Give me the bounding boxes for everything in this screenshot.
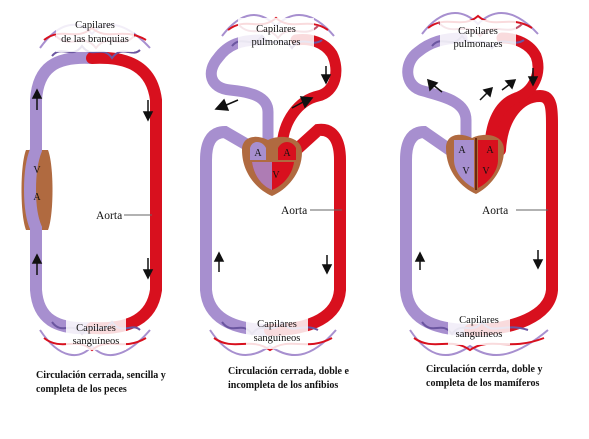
amphibian-heart: [242, 136, 302, 196]
fish-caption-line-1: Circulación cerrada, sencilla y: [36, 370, 166, 381]
amphibian-top-capillaries-label: Capilares: [256, 24, 296, 35]
arrow-right-icon: [291, 96, 314, 109]
mammal-top-capillaries-label: Capilares: [458, 26, 498, 37]
fish-flow-arrows: [31, 88, 154, 280]
mammal-arterial-vessel: [464, 89, 558, 336]
panel-fish: Capilares de las branquias Capilares san…: [21, 12, 162, 356]
mammal-right-ventricle-label: V: [462, 166, 470, 177]
fish-top-capillaries-label: Capilares: [75, 20, 115, 31]
arrow-down-icon: [321, 255, 333, 275]
mammal-left-atrium-label: A: [486, 145, 494, 156]
panel-mammal: Capilares pulmonares Capilares sanguíneo…: [400, 12, 558, 357]
fish-arterial-vessel: [86, 51, 162, 335]
mammal-left-ventricle-label: V: [482, 166, 490, 177]
arrow-down-icon: [320, 66, 332, 85]
arrow-up-icon: [31, 253, 43, 275]
arrow-up-icon: [213, 251, 225, 272]
fish-venous-vessel: [24, 51, 98, 335]
mammal-caption: Circulación cerrda, doble y completa de …: [426, 363, 542, 391]
fish-aorta-label: Aorta: [96, 210, 122, 222]
mammal-flow-arrows: [414, 68, 544, 270]
arrow-up-icon: [414, 251, 426, 270]
mammal-caption-line-2: completa de los mamíferos: [426, 378, 540, 389]
amphibian-ventricle-label: V: [272, 170, 280, 181]
arrow-down-icon: [527, 68, 539, 87]
fish-ventricle-label: V: [33, 165, 41, 176]
mammal-bottom-capillaries-label-2: sanguíneos: [456, 329, 503, 340]
mammal-bottom-capillaries-label: Capilares: [459, 315, 499, 326]
amphibian-right-atrium-label: A: [283, 148, 291, 159]
amphibian-bottom-capillaries-label-2: sanguíneos: [254, 333, 301, 344]
fish-caption-line-2: completa de los peces: [36, 384, 127, 395]
mammal-heart: [446, 134, 504, 194]
mammal-right-atrium-label: A: [458, 145, 466, 156]
mammal-caption-line-1: Circulación cerrda, doble y: [426, 364, 543, 375]
arrow-up-left-icon: [427, 78, 443, 93]
amphibian-caption-line-2: incompleta de los anfibios: [228, 380, 339, 391]
amphibian-caption-line-1: Circulación cerrada, doble e: [228, 366, 349, 377]
arrow-up-right-icon: [501, 79, 517, 91]
fish-top-capillaries-label-2: de las branquias: [61, 34, 129, 45]
amphibian-aorta-label: Aorta: [281, 205, 307, 217]
amphibian-top-capillaries-label-2: pulmonares: [252, 37, 301, 48]
amphibian-flow-arrows: [213, 66, 333, 275]
fish-bottom-capillaries-label: Capilares: [76, 323, 116, 334]
arrow-down-icon: [142, 100, 154, 122]
fish-caption: Circulación cerrada, sencilla y completa…: [36, 369, 166, 397]
panel-amphibian: Capilares pulmonares Capilares sanguíneo…: [200, 14, 346, 357]
mammal-venous-vessel: [400, 125, 476, 336]
arrow-up-icon: [31, 88, 43, 110]
arrow-down-icon: [532, 250, 544, 270]
fish-atrium-label: A: [33, 192, 41, 203]
amphibian-caption: Circulación cerrada, doble e incompleta …: [228, 365, 349, 393]
amphibian-left-atrium-label: A: [254, 148, 262, 159]
amphibian-bottom-capillaries-label: Capilares: [257, 319, 297, 330]
arrow-left-icon: [214, 98, 239, 111]
mammal-aorta-label: Aorta: [482, 205, 508, 217]
mammal-top-capillaries-label-2: pulmonares: [454, 39, 503, 50]
arrow-up-right-icon: [479, 86, 494, 101]
arrow-down-icon: [142, 258, 154, 280]
amphibian-venous-vessel: [200, 125, 276, 336]
fish-bottom-capillaries-label-2: sanguíneos: [73, 336, 120, 347]
